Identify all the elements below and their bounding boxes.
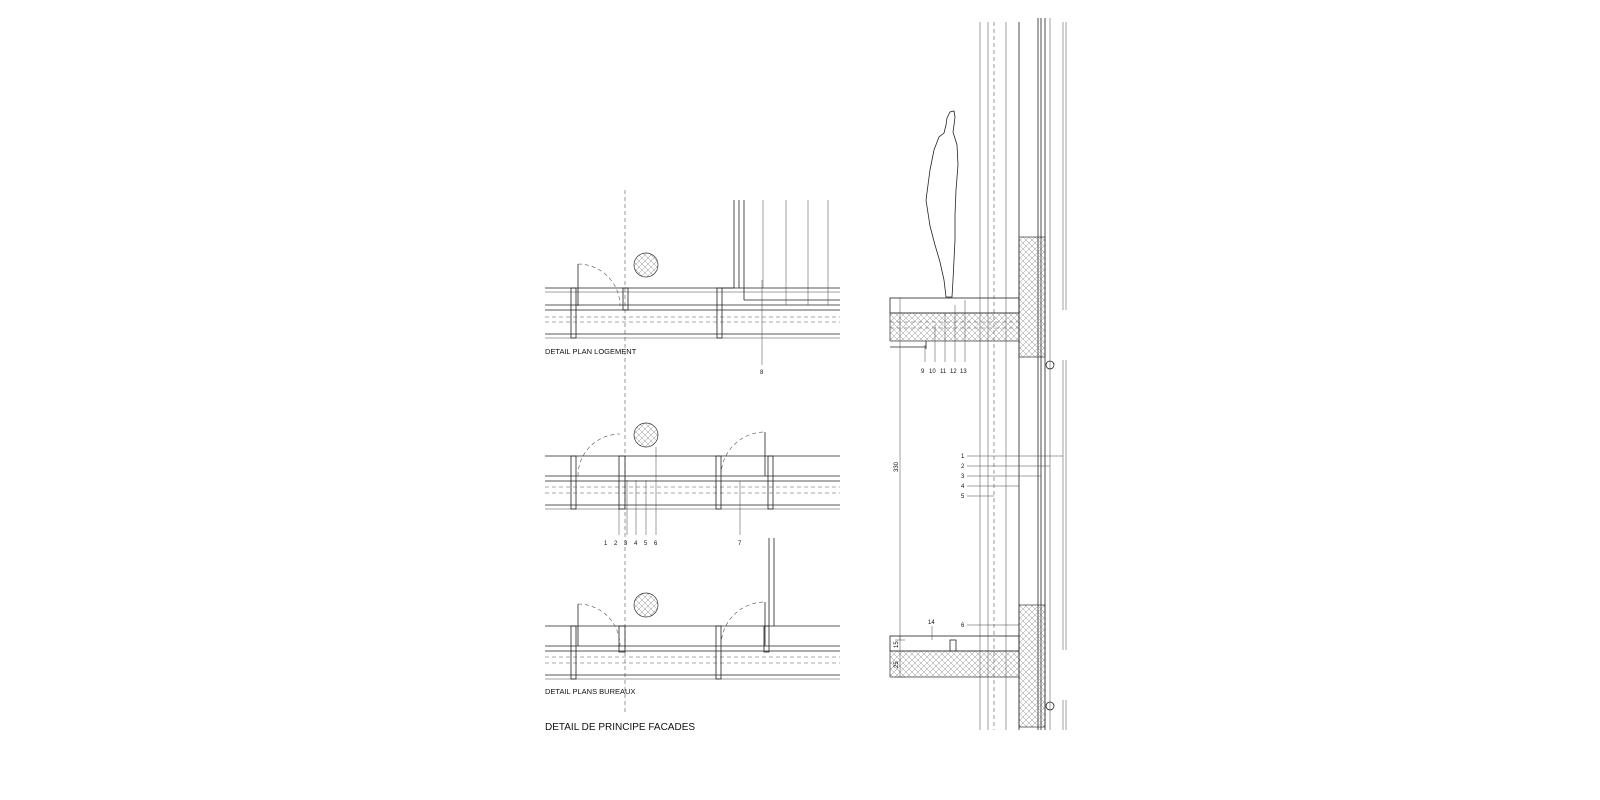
callout-10: 10 bbox=[929, 369, 936, 375]
dimension-330: 330 bbox=[894, 461, 900, 472]
callout-1: 1 bbox=[604, 541, 608, 547]
facade-section: 9 10 11 12 13 330 1 2 3 4 5 14 6 bbox=[889, 18, 1067, 730]
callout-section-6: 6 bbox=[961, 623, 965, 629]
callout-7: 7 bbox=[738, 541, 742, 547]
callout-9: 9 bbox=[921, 369, 925, 375]
dimension-25: 25 bbox=[894, 661, 900, 668]
callout-3: 3 bbox=[624, 541, 628, 547]
callout-section-4: 4 bbox=[961, 484, 965, 490]
column-circle bbox=[633, 422, 659, 448]
callout-4: 4 bbox=[634, 541, 638, 547]
callout-2: 2 bbox=[614, 541, 618, 547]
callout-13: 13 bbox=[960, 369, 967, 375]
callout-5: 5 bbox=[644, 541, 648, 547]
callout-section-1: 1 bbox=[961, 454, 965, 460]
column-circle bbox=[633, 252, 659, 278]
plan-logement: 8 DETAIL PLAN LOGEMENT bbox=[545, 190, 840, 715]
dimension-15: 15 bbox=[894, 641, 900, 648]
callout-section-2: 2 bbox=[961, 464, 965, 470]
title-plans-bureaux: DETAIL PLANS BUREAUX bbox=[545, 687, 635, 696]
callout-6: 6 bbox=[654, 541, 658, 547]
callout-8: 8 bbox=[760, 370, 764, 376]
human-figure-icon bbox=[925, 110, 959, 298]
callout-12: 12 bbox=[950, 369, 957, 375]
plan-bureaux-middle: 1 2 3 4 5 6 7 bbox=[545, 422, 840, 547]
callout-11: 11 bbox=[940, 369, 947, 375]
callout-section-3: 3 bbox=[961, 474, 965, 480]
title-main: DETAIL DE PRINCIPE FACADES bbox=[545, 722, 695, 733]
plan-bureaux-bottom: DETAIL PLANS BUREAUX bbox=[545, 538, 840, 696]
title-plan-logement: DETAIL PLAN LOGEMENT bbox=[545, 347, 637, 356]
column-circle bbox=[633, 592, 659, 618]
callout-14: 14 bbox=[928, 620, 935, 626]
callout-section-5: 5 bbox=[961, 494, 965, 500]
